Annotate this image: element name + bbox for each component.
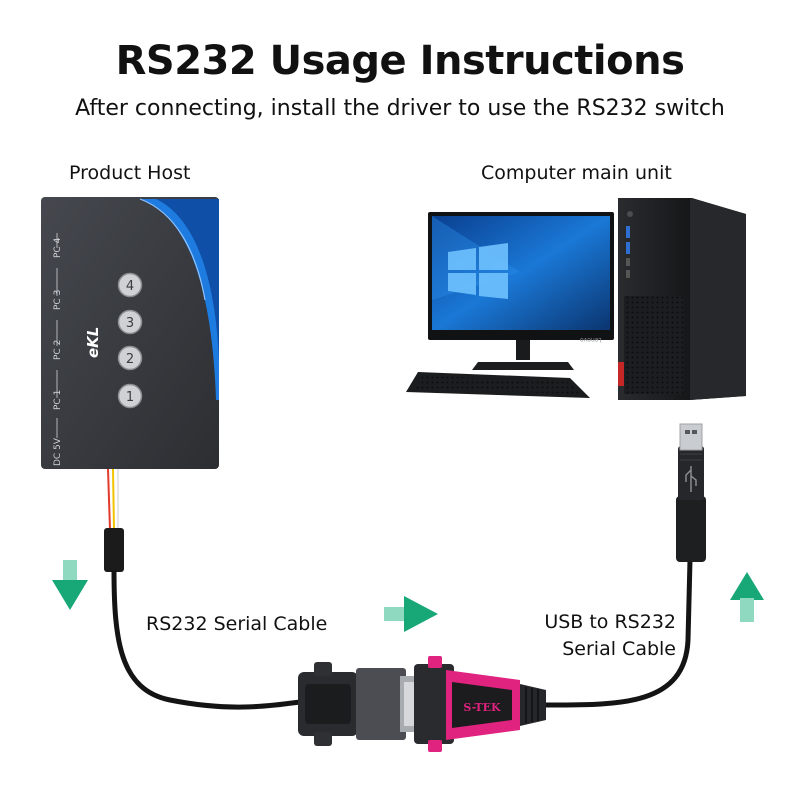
port-label-pc1: PC 1	[53, 390, 63, 410]
switch-button-2[interactable]: 2	[117, 345, 143, 371]
rs232-cable	[111, 569, 301, 710]
device-wires	[104, 468, 124, 572]
switch-button-1[interactable]: 1	[117, 383, 143, 409]
monitor: Lenovo	[428, 212, 614, 370]
connector-brand: S-TEK	[463, 701, 501, 714]
page-subtitle: After connecting, install the driver to …	[75, 96, 725, 121]
port-label-pc2: PC 2	[53, 340, 63, 360]
switch-button-3-label: 3	[126, 316, 134, 331]
switch-device: PC 1 PC 2 PC 3 PC 4 DC 5V eKL 1	[41, 197, 219, 469]
power-label: DC 5V	[53, 437, 63, 466]
tower-side-panel	[690, 198, 746, 400]
usb-cable	[545, 559, 693, 708]
switch-button-1-label: 1	[126, 390, 134, 405]
usb-symbol-icon	[685, 466, 697, 492]
page-title: RS232 Usage Instructions	[115, 38, 685, 84]
windows-logo-icon	[448, 243, 508, 299]
switch-button-4-label: 4	[126, 279, 134, 294]
port-label-pc4: PC 4	[53, 237, 63, 258]
arrow-up-icon	[730, 572, 764, 622]
usb-plug	[676, 423, 706, 562]
computer-main-unit-label: Computer main unit	[481, 162, 672, 184]
switch-blue-accent-dark	[156, 199, 219, 360]
cable-sleeve	[104, 528, 124, 572]
computer-tower	[618, 198, 746, 400]
usb-cable-label-line2: Serial Cable	[562, 638, 676, 660]
product-host-label: Product Host	[69, 162, 191, 184]
switch-button-2-label: 2	[126, 352, 134, 367]
connector-grip	[452, 682, 512, 728]
device-brand-logo: eKL	[84, 327, 102, 358]
monitor-stand	[472, 362, 574, 370]
db9-connector	[298, 662, 416, 746]
usb-serial-connector: S-TEK	[414, 656, 546, 752]
port-label-pc3: PC 3	[53, 290, 63, 310]
switch-button-4[interactable]: 4	[117, 272, 143, 298]
arrow-down-icon	[52, 560, 88, 610]
usb-cable-label: USB to RS232 Serial Cable	[544, 609, 676, 663]
monitor-brand: Lenovo	[580, 336, 602, 343]
tower-mesh-grille	[624, 296, 684, 394]
arrow-right-icon	[384, 596, 438, 632]
rs232-cable-label: RS232 Serial Cable	[146, 613, 328, 635]
switch-accent-line	[139, 198, 206, 301]
power-button-icon	[627, 211, 633, 217]
switch-button-3[interactable]: 3	[117, 309, 143, 335]
usb-cable-label-line1: USB to RS232	[544, 611, 676, 633]
keyboard	[406, 372, 590, 398]
